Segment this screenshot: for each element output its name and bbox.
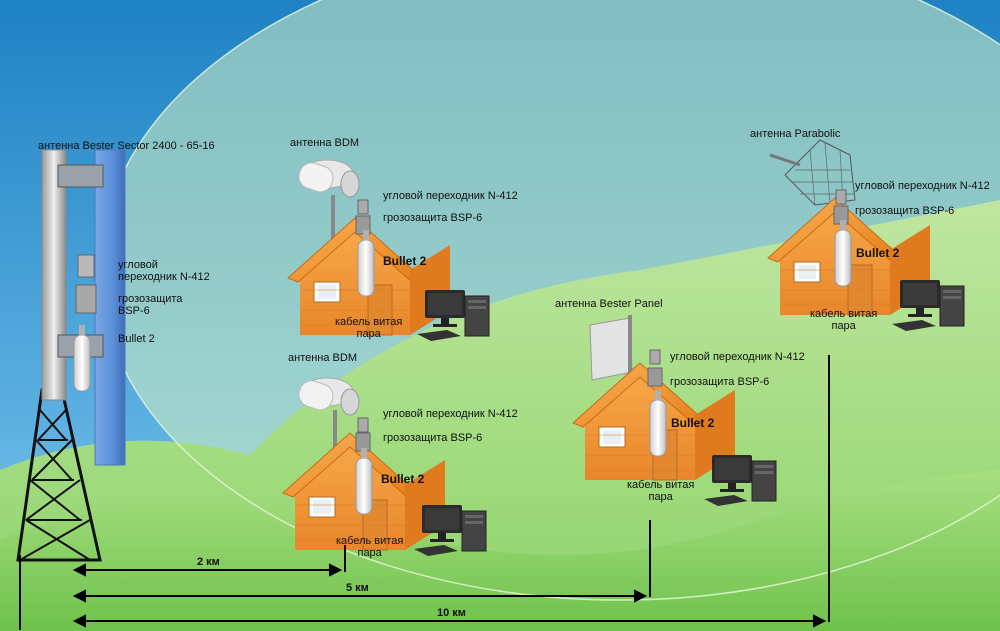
adapter-label: угловой переходник N-412 — [383, 190, 518, 202]
angle-adapter — [77, 254, 95, 278]
panel-antenna-icon — [589, 317, 633, 381]
bullet-label: Bullet 2 — [856, 246, 900, 260]
site-1-graphics — [287, 159, 490, 342]
tower-antenna-label: антенна Bester Sector 2400 - 65-16 — [38, 140, 215, 152]
parabolic-antenna-icon — [784, 139, 856, 206]
distance-5km-label: 5 км — [346, 582, 369, 594]
adapter-label: угловой переходник N-412 — [383, 408, 518, 420]
surge-label: грозозащита BSP-6 — [670, 376, 770, 388]
site-2-graphics — [282, 377, 487, 557]
cable-label: кабель витая пара — [336, 535, 404, 559]
antenna-label: антенна Parabolic — [750, 128, 841, 140]
antenna-label: антенна BDM — [288, 352, 357, 364]
cable-label: кабель витая пара — [627, 479, 695, 503]
mast — [41, 149, 67, 401]
cable-label: кабель витая пара — [810, 308, 878, 332]
adapter-label: угловой переходник N-412 — [670, 351, 805, 363]
sector-antenna — [94, 149, 126, 466]
tower-surge-label: грозозащита BSP-6 — [118, 293, 183, 317]
site-3-graphics — [572, 315, 777, 507]
hill-front — [0, 470, 1000, 631]
antenna-label: антенна Bester Panel — [555, 298, 663, 310]
mount-bracket-top — [57, 164, 104, 188]
site-4-graphics — [767, 139, 965, 332]
surge-label: грозозащита BSP-6 — [383, 432, 483, 444]
bullet-label: Bullet 2 — [671, 416, 715, 430]
cable-label: кабель витая пара — [335, 316, 403, 340]
distance-10km-label: 10 км — [437, 607, 466, 619]
bullet-label: Bullet 2 — [381, 472, 425, 486]
bullet-label: Bullet 2 — [383, 254, 427, 268]
surge-label: грозозащита BSP-6 — [855, 205, 955, 217]
adapter-label: угловой переходник N-412 — [855, 180, 990, 192]
distance-2km-label: 2 км — [197, 556, 220, 568]
surge-protector — [75, 284, 97, 314]
surge-label: грозозащита BSP-6 — [383, 212, 483, 224]
tower-adapter-label: угловой переходник N-412 — [118, 259, 210, 283]
tower-bullet-label: Bullet 2 — [118, 333, 155, 345]
distance-markers — [19, 355, 830, 630]
antenna-label: антенна BDM — [290, 137, 359, 149]
tower — [16, 149, 126, 562]
